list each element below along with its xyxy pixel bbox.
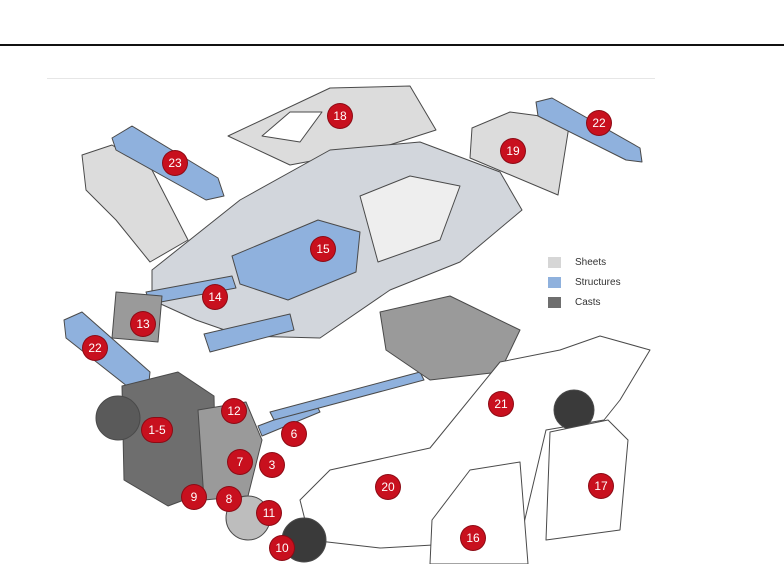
legend-item-sheets: Sheets bbox=[548, 252, 621, 272]
callout-3: 3 bbox=[260, 453, 284, 477]
front-brake-disc bbox=[95, 395, 141, 441]
callout-6: 6 bbox=[282, 422, 306, 446]
callout-12: 12 bbox=[222, 399, 246, 423]
rear-door-panel bbox=[545, 419, 629, 541]
callout-23: 23 bbox=[163, 151, 187, 175]
callout-17: 17 bbox=[589, 474, 613, 498]
sheets-swatch bbox=[548, 256, 561, 268]
body-side-window-frame bbox=[359, 175, 461, 263]
top-divider bbox=[0, 44, 784, 46]
callout-15: 15 bbox=[311, 237, 335, 261]
legend-item-casts: Casts bbox=[548, 292, 621, 312]
material-legend: Sheets Structures Casts bbox=[548, 252, 621, 312]
callout-16: 16 bbox=[461, 526, 485, 550]
front-door-panel bbox=[429, 461, 529, 564]
drive-shaft bbox=[269, 371, 425, 421]
structures-swatch bbox=[548, 276, 561, 288]
callout-20: 20 bbox=[376, 475, 400, 499]
panel-top-border bbox=[47, 78, 655, 79]
legend-label-structures: Structures bbox=[575, 276, 621, 288]
legend-label-casts: Casts bbox=[575, 296, 601, 308]
sunroof-opening bbox=[261, 111, 323, 143]
callout-11: 11 bbox=[257, 501, 281, 525]
callout-10: 10 bbox=[270, 536, 294, 560]
callout-18: 18 bbox=[328, 104, 352, 128]
callout-21: 21 bbox=[489, 392, 513, 416]
legend-label-sheets: Sheets bbox=[575, 256, 607, 268]
body-sill-rail bbox=[203, 313, 295, 353]
callout-19: 19 bbox=[501, 139, 525, 163]
casts-swatch bbox=[548, 296, 561, 308]
callout-7: 7 bbox=[228, 450, 252, 474]
callout-8: 8 bbox=[217, 487, 241, 511]
callout-13: 13 bbox=[131, 312, 155, 336]
callout-14: 14 bbox=[203, 285, 227, 309]
callout-22-front: 22 bbox=[83, 336, 107, 360]
callout-1-5: 1-5 bbox=[142, 418, 172, 442]
callout-9: 9 bbox=[182, 485, 206, 509]
callout-22-rear: 22 bbox=[587, 111, 611, 135]
legend-item-structures: Structures bbox=[548, 272, 621, 292]
